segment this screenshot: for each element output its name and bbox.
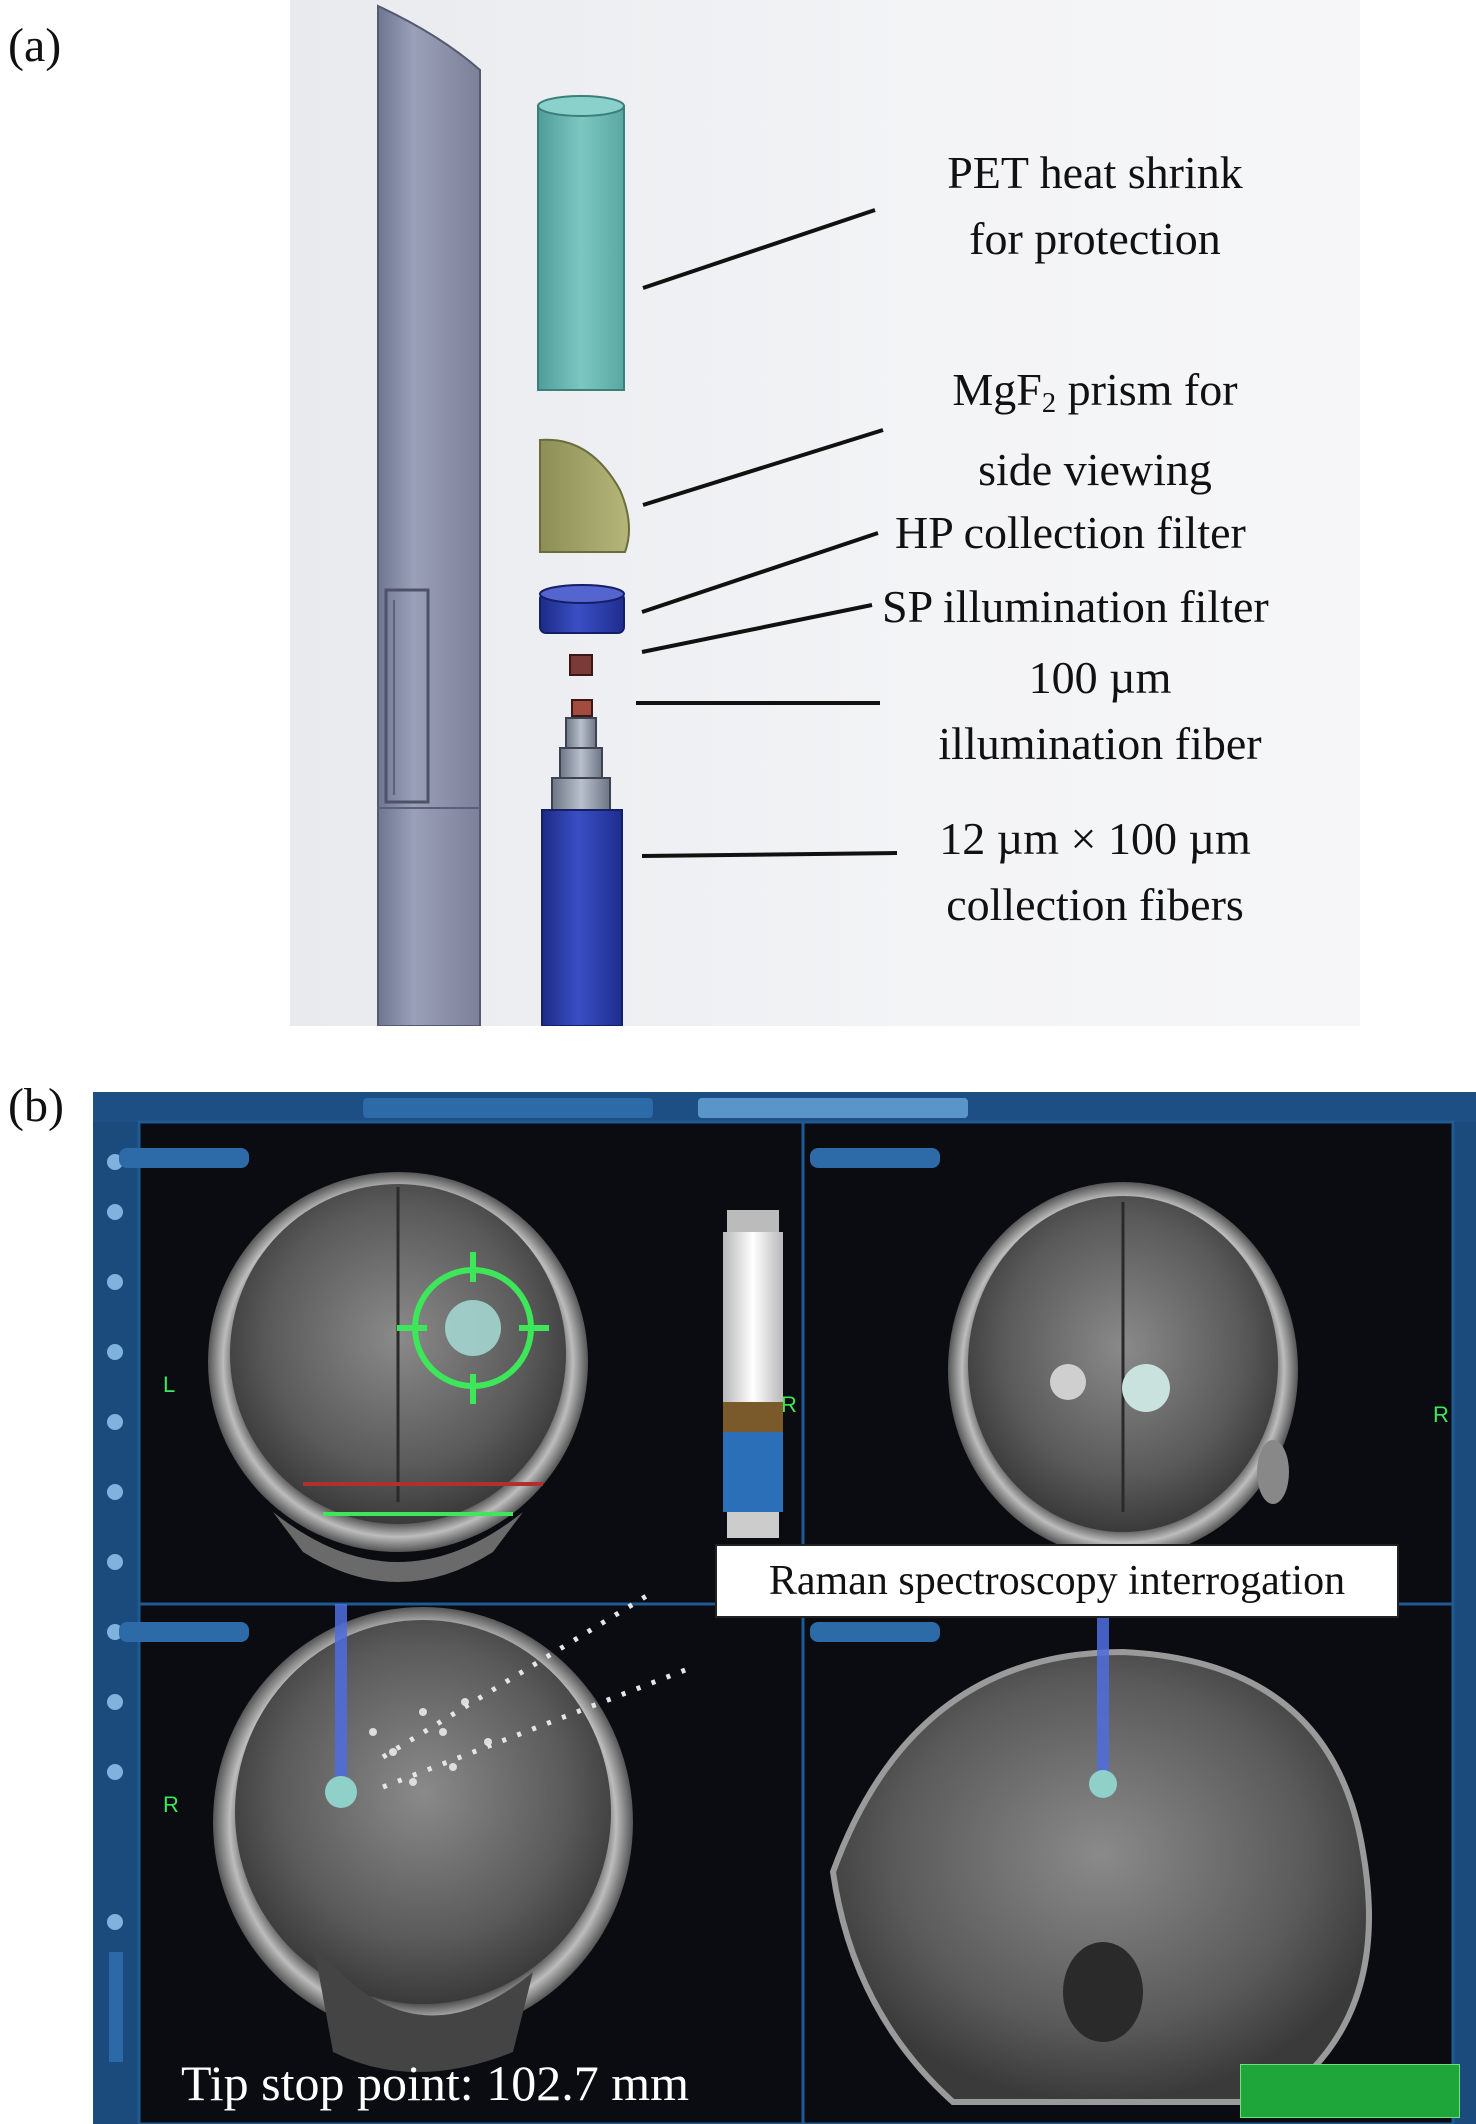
- view-header-br: [810, 1622, 940, 1642]
- callout-sp-filter: SP illumination filter: [882, 581, 1269, 632]
- orientation-l: L: [163, 1372, 175, 1397]
- target-crosshair: [397, 1252, 549, 1404]
- callout-mgf2-prism: MgF2 prism for side viewing: [952, 364, 1238, 496]
- view-header-tr: [810, 1148, 940, 1168]
- mgf2-prism: [539, 438, 630, 553]
- probe-exploded-diagram: [290, 0, 1360, 1026]
- leader-lines: [636, 208, 898, 858]
- panel-b-label: (b): [8, 1079, 64, 1132]
- status-badge: [1240, 2064, 1460, 2118]
- pet-heat-shrink: [537, 95, 625, 391]
- sp-illumination-filter: [569, 654, 593, 676]
- view-header-bl: [119, 1622, 249, 1642]
- coronal-view-right: R: [948, 1182, 1449, 1558]
- callout-hp-filter: HP collection filter: [895, 507, 1246, 558]
- panel-a-label: (a): [8, 19, 62, 72]
- hp-collection-filter: [539, 584, 625, 634]
- orientation-r-3: R: [163, 1792, 179, 1817]
- outer-tube: [377, 4, 481, 1026]
- view-header-tl: [119, 1148, 249, 1168]
- callout-collection-fibers: 12 µm × 100 µm collection fibers: [939, 813, 1251, 930]
- toolbar-tab-navigate[interactable]: [698, 1098, 968, 1118]
- sagittal-view-right: [829, 1604, 1372, 2105]
- coronal-view-left: L R: [163, 1172, 797, 1582]
- raman-sample-points: [369, 1698, 492, 1786]
- callout-pet-heat-shrink: PET heat shrink for protection: [947, 147, 1243, 264]
- probe-drawing: [377, 4, 898, 1026]
- orientation-r-2: R: [1433, 1402, 1449, 1427]
- orientation-r-1: R: [781, 1392, 797, 1417]
- illumination-fiber-tip: [571, 699, 593, 717]
- callout-illumination-fiber: 100 µm illumination fiber: [938, 652, 1262, 769]
- left-toolbar-icons[interactable]: [107, 1154, 123, 1930]
- raman-interrogation-label: Raman spectroscopy interrogation: [715, 1544, 1399, 1618]
- navigation-screen: L R R: [93, 1092, 1476, 2124]
- toolbar-tab-plan[interactable]: [363, 1098, 653, 1118]
- collection-fiber-bundle: [541, 809, 623, 1026]
- tip-stop-point-text: Tip stop point: 102.7 mm: [181, 2055, 689, 2111]
- probe-virtual-view: [723, 1210, 783, 1538]
- sagittal-view-left: R: [163, 1589, 694, 2072]
- fiber-ferrule: [551, 717, 611, 811]
